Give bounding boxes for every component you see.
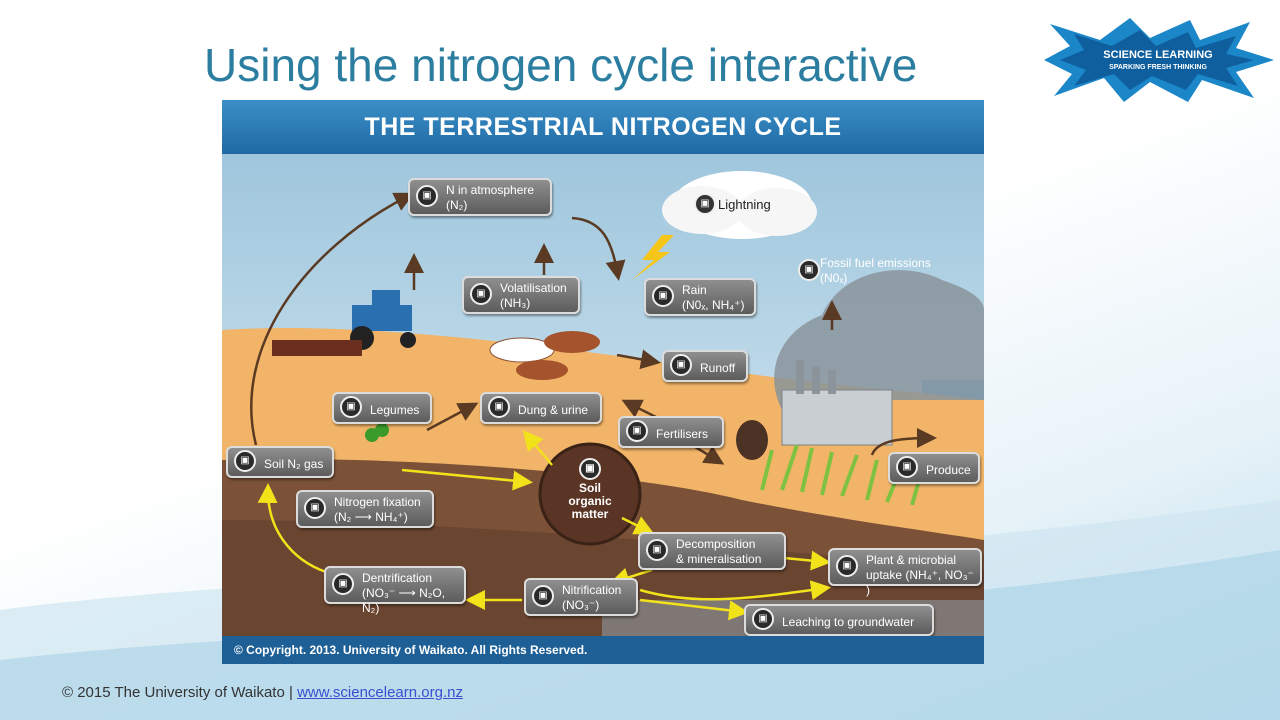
camera-icon: ▣	[798, 259, 820, 281]
label-decomposition[interactable]: ▣ Decomposition & mineralisation	[638, 532, 786, 570]
label-fertilisers[interactable]: ▣ Fertilisers	[618, 416, 724, 448]
label-nitrogen-fixation[interactable]: ▣ Nitrogen fixation (N₂ ⟶ NH₄⁺)	[296, 490, 434, 528]
label-rain[interactable]: ▣ Rain (N0ₓ, NH₄⁺)	[644, 278, 756, 316]
label-leaching-groundwater[interactable]: ▣ Leaching to groundwater	[744, 604, 934, 636]
camera-icon: ▣	[836, 555, 858, 577]
camera-icon: ▣	[896, 456, 918, 478]
camera-icon: ▣	[234, 450, 256, 472]
camera-icon: ▣	[488, 396, 510, 418]
label-volatilisation[interactable]: ▣ Volatilisation (NH₃)	[462, 276, 580, 314]
label-lightning[interactable]: ▣ Lightning	[688, 192, 771, 218]
label-dentrification[interactable]: ▣ Dentrification (NO₃⁻ ⟶ N₂O, N₂)	[324, 566, 466, 615]
diagram-title: THE TERRESTRIAL NITROGEN CYCLE	[222, 100, 984, 154]
camera-icon: ▣	[579, 458, 601, 480]
slide-title: Using the nitrogen cycle interactive	[204, 39, 918, 91]
logo-line2: SPARKING FRESH THINKING	[1109, 64, 1207, 71]
camera-icon: ▣	[752, 608, 774, 630]
nitrogen-cycle-diagram: THE TERRESTRIAL NITROGEN CYCLE ▣ Soil or…	[222, 100, 984, 664]
camera-icon: ▣	[694, 193, 716, 215]
label-runoff[interactable]: ▣ Runoff	[662, 350, 748, 382]
label-nitrification[interactable]: ▣ Nitrification (NO₃⁻)	[524, 578, 638, 616]
label-plant-microbial-uptake[interactable]: ▣ Plant & microbial uptake (NH₄⁺, NO₃⁻ )	[828, 548, 982, 597]
camera-icon: ▣	[416, 185, 438, 207]
camera-icon: ▣	[340, 396, 362, 418]
label-legumes[interactable]: ▣ Legumes	[332, 392, 432, 424]
camera-icon: ▣	[670, 354, 692, 376]
camera-icon: ▣	[304, 497, 326, 519]
label-soil-n2-gas[interactable]: ▣ Soil N₂ gas	[226, 446, 334, 478]
label-n-in-atmosphere[interactable]: ▣ N in atmosphere (N₂)	[408, 178, 552, 216]
camera-icon: ▣	[626, 420, 648, 442]
camera-icon: ▣	[532, 585, 554, 607]
soil-organic-matter[interactable]: ▣ Soil organic matter	[550, 458, 630, 521]
camera-icon: ▣	[470, 283, 492, 305]
science-learning-logo: SCIENCE LEARNING SPARKING FRESH THINKING	[1044, 18, 1274, 102]
camera-icon: ▣	[332, 573, 354, 595]
camera-icon: ▣	[652, 285, 674, 307]
footer-link[interactable]: www.sciencelearn.org.nz	[297, 684, 463, 701]
slide-footer: © 2015 The University of Waikato | www.s…	[62, 684, 463, 701]
label-dung-urine[interactable]: ▣ Dung & urine	[480, 392, 602, 424]
diagram-copyright: © Copyright. 2013. University of Waikato…	[222, 636, 984, 664]
footer-text: © 2015 The University of Waikato |	[62, 684, 298, 701]
label-fossil-fuel-emissions[interactable]: ▣ Fossil fuel emissions (N0ₓ)	[792, 256, 931, 286]
label-produce[interactable]: ▣ Produce	[888, 452, 980, 484]
logo-line1: SCIENCE LEARNING	[1103, 49, 1212, 61]
camera-icon: ▣	[646, 539, 668, 561]
